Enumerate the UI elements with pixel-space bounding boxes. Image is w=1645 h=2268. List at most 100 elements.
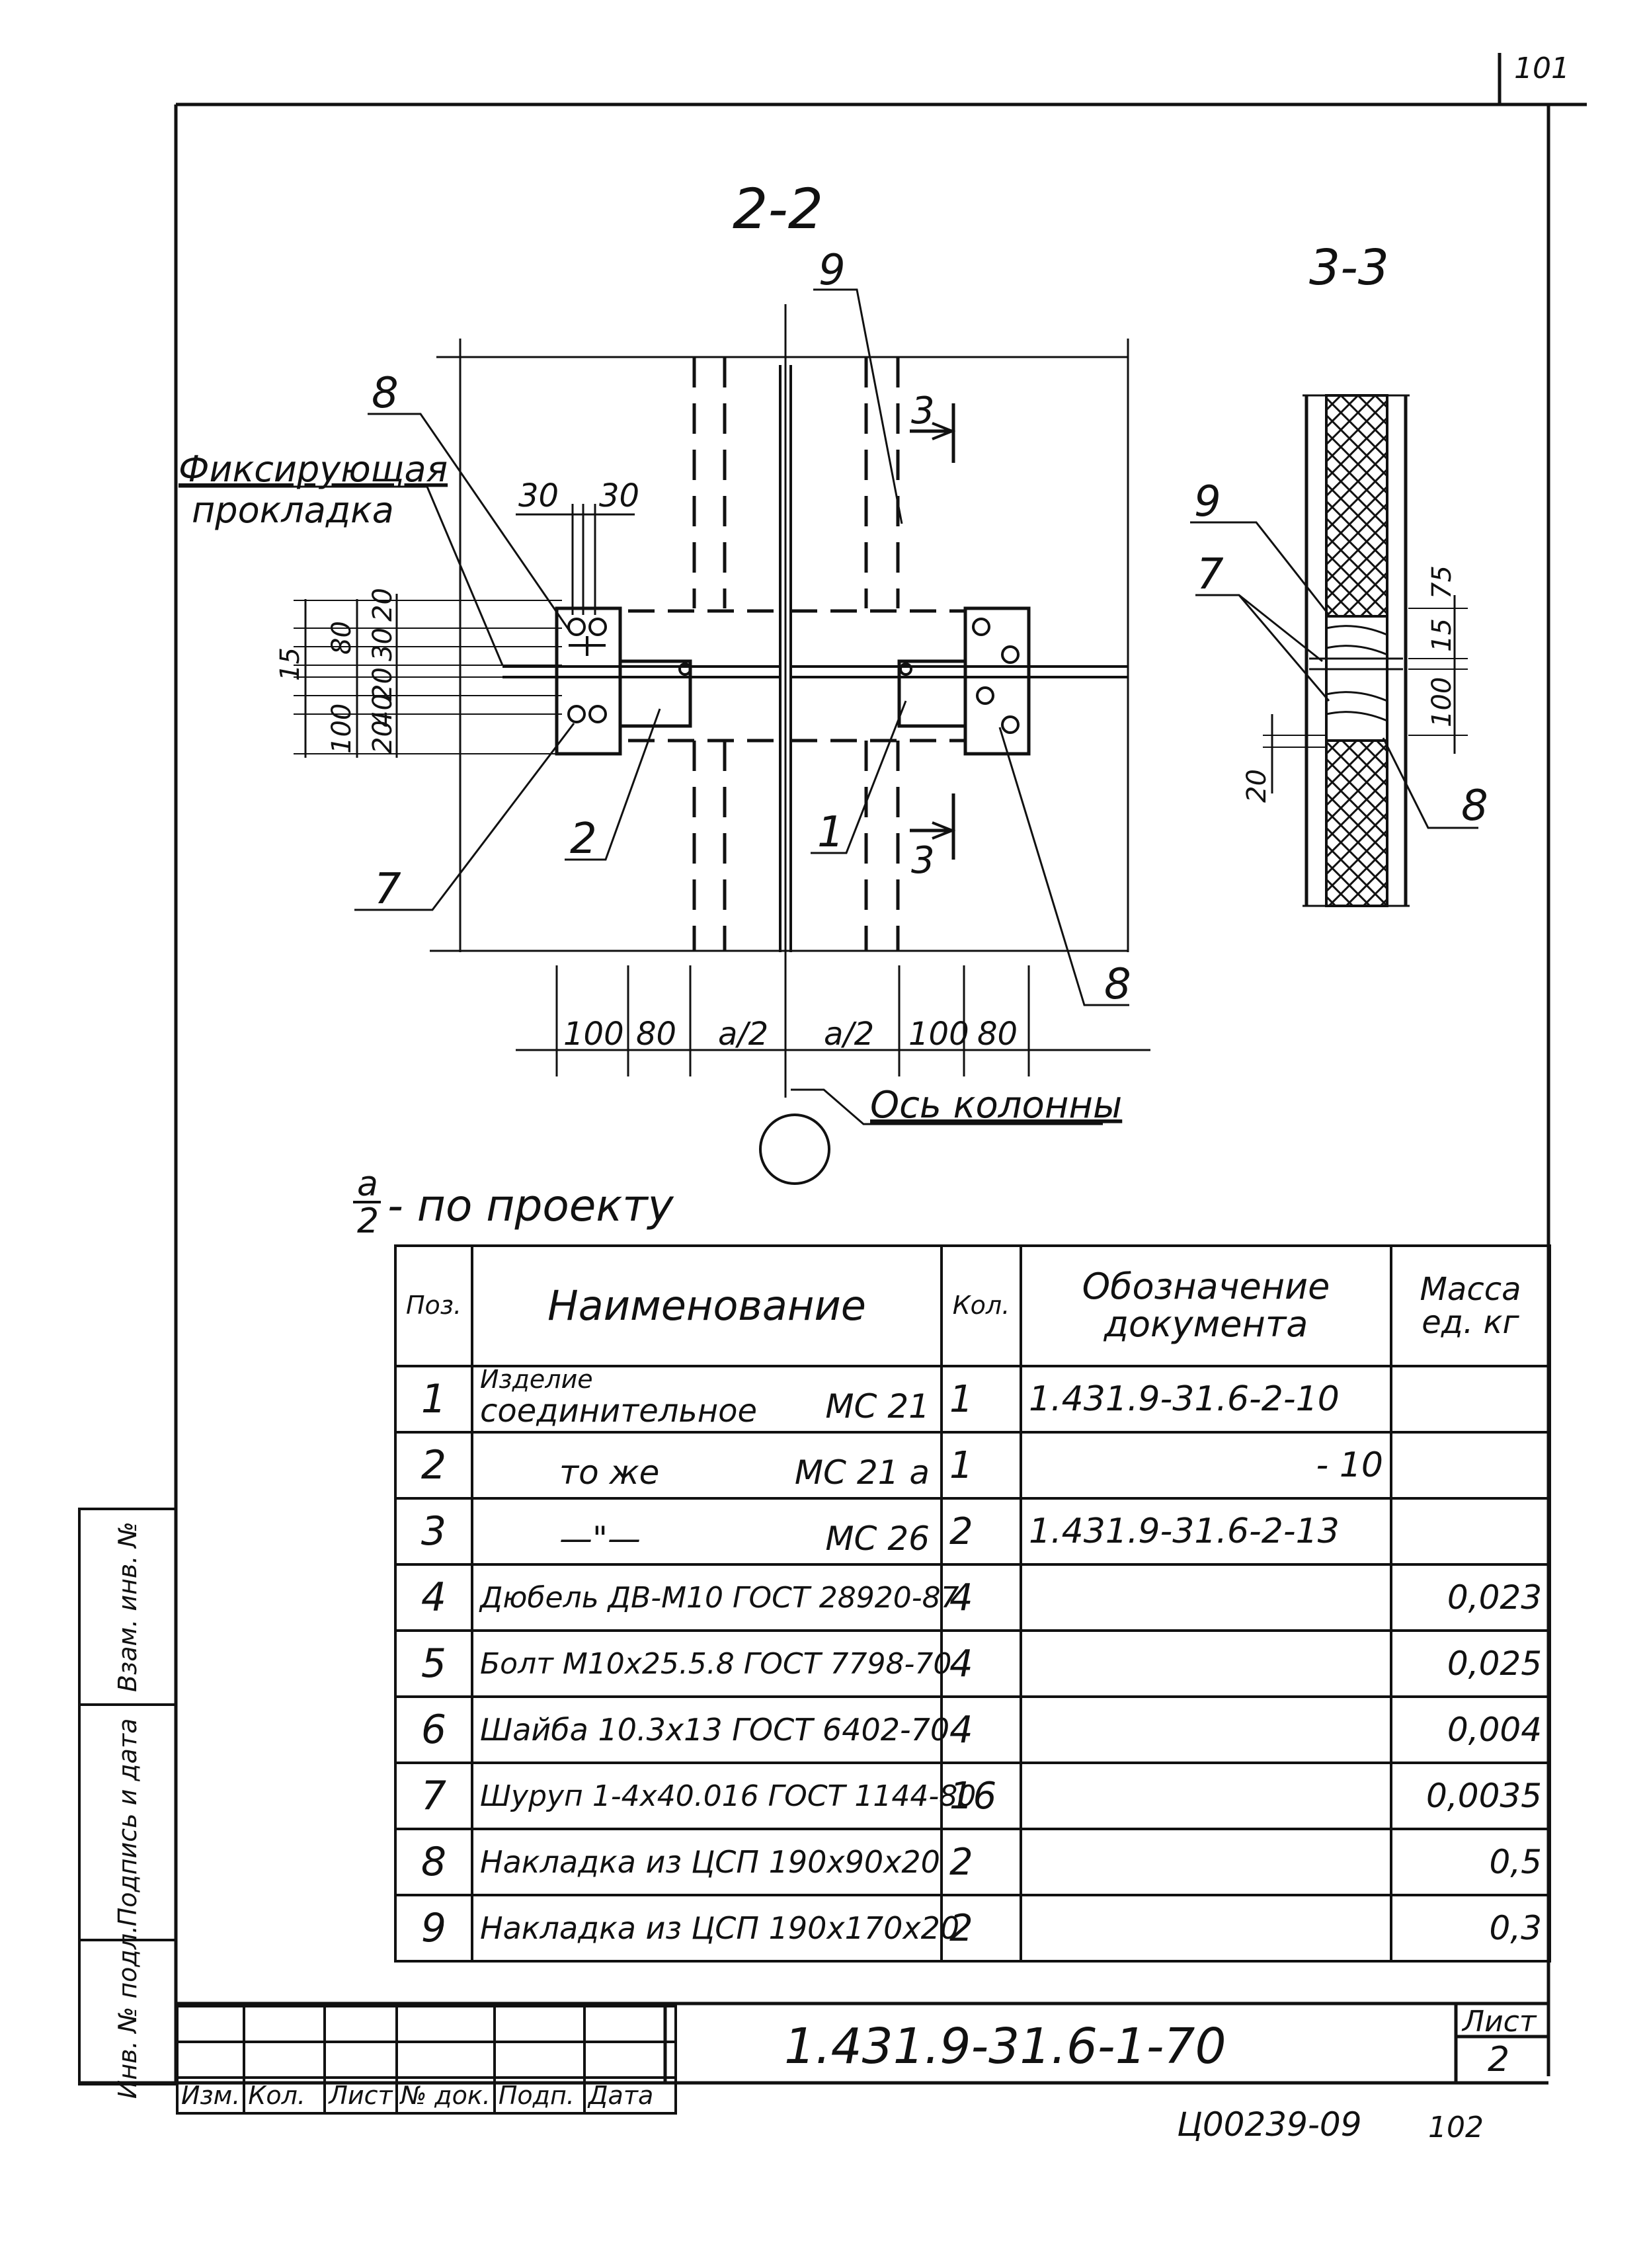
- row-qty: 4: [940, 1563, 1022, 1632]
- callout-7-3-3: 7: [1197, 550, 1224, 599]
- row-pos: 3: [394, 1497, 473, 1566]
- section-2-2-drawing: [179, 288, 1150, 1185]
- callout-2: 2: [570, 815, 597, 864]
- dim-15: 15: [275, 647, 305, 681]
- dim-20-mid: 20: [368, 667, 398, 701]
- side-stamp: Взам. инв. № Подпись и дата Инв. № подл.: [78, 1508, 177, 2099]
- specification-table: Поз. Наименование Кол. Обозначение докум…: [394, 1244, 1551, 1963]
- dim-100-v: 100: [327, 704, 357, 754]
- col-izm: Изм.: [175, 2076, 246, 2115]
- revision-grid: Изм. Кол. Лист № док. Подп. Дата: [175, 2005, 677, 2115]
- row-qty: 2: [940, 1894, 1022, 1963]
- dim-75-3-3: 75: [1427, 565, 1457, 599]
- row-doc: [1020, 1894, 1392, 1963]
- section-3-3-drawing: [1190, 394, 1478, 907]
- dim-30-right: 30: [599, 477, 639, 514]
- header-mass: Масса ед. кг: [1390, 1244, 1551, 1367]
- col-data: Дата: [582, 2076, 677, 2115]
- row-mass: 0,004: [1390, 1695, 1551, 1764]
- row-qty: 4: [940, 1629, 1022, 1698]
- table-row: 9 Накладка из ЦСП 190х170х20 2 0,3: [394, 1894, 1551, 1963]
- row-pos: 1: [394, 1365, 473, 1434]
- row-mass: [1390, 1365, 1551, 1434]
- row-mass: [1390, 1497, 1551, 1566]
- side-cell-replaced: Взам. инв. №: [78, 1508, 177, 1706]
- row-doc: [1020, 1828, 1392, 1896]
- table-row: 4 Дюбель ДВ-М10 ГОСТ 28920-87 4 0,023: [394, 1563, 1551, 1632]
- row-mass: 0,3: [1390, 1894, 1551, 1963]
- row-name: Болт М10х25.5.8 ГОСТ 7798-70: [471, 1629, 951, 1698]
- callout-8-3-3: 8: [1461, 782, 1488, 830]
- side-cell-inv: Инв. № подл.: [78, 1925, 177, 2099]
- fixing-label-line1: Фиксирующая: [179, 448, 448, 490]
- row-qty: 2: [940, 1828, 1022, 1896]
- row-doc: 1.431.9-31.6-2-13: [1020, 1497, 1392, 1566]
- row-doc: [1020, 1629, 1392, 1698]
- row-name-text: —"—: [559, 1519, 641, 1558]
- callout-8-bottom: 8: [1104, 960, 1131, 1009]
- row-doc: - 10: [1020, 1431, 1392, 1500]
- row-name: то же МС 21 а: [471, 1431, 943, 1500]
- row-pos: 9: [394, 1894, 473, 1963]
- side-inv-original: Инв. № подл.: [113, 1925, 142, 2099]
- header-name: Наименование: [471, 1244, 943, 1367]
- sheet-label: Лист: [1461, 2005, 1537, 2039]
- bottom-dims: 100 80 a/2 a/2 100 80: [563, 1016, 1018, 1053]
- section-3-3-title: 3-3: [1309, 239, 1389, 296]
- row-pos: 4: [394, 1563, 473, 1632]
- sheet-number: 2: [1488, 2040, 1509, 2080]
- row-qty: 1: [940, 1431, 1022, 1500]
- note-numerator: a: [357, 1164, 378, 1204]
- row-qty: 2: [940, 1497, 1022, 1566]
- callout-7-2-2: 7: [374, 865, 401, 914]
- row-mark: МС 26: [825, 1519, 930, 1558]
- col-kol: Кол.: [243, 2076, 327, 2115]
- row-qty: 1: [940, 1365, 1022, 1434]
- bottom-dim-a2-right: a/2: [824, 1016, 874, 1053]
- col-podp: Подп.: [493, 2076, 586, 2115]
- row-name-text: то же: [559, 1453, 660, 1492]
- row-doc: [1020, 1563, 1392, 1632]
- fixing-label-line2: прокладка: [192, 489, 394, 531]
- side-replaced-inv: Взам. инв. №: [113, 1521, 142, 1693]
- table-header-row: Поз. Наименование Кол. Обозначение докум…: [394, 1244, 1551, 1367]
- row-name: —"— МС 26: [471, 1497, 943, 1566]
- row-name: Накладка из ЦСП 190х90х20: [471, 1828, 943, 1896]
- section-2-2-title: 2-2: [733, 177, 823, 241]
- row-name-line2: соединительное: [480, 1393, 757, 1430]
- row-mark: МС 21 а: [794, 1453, 930, 1492]
- bottom-dim-100-left: 100: [563, 1016, 624, 1053]
- dim-20-low: 20: [368, 720, 398, 754]
- row-name: Дюбель ДВ-М10 ГОСТ 28920-87: [471, 1563, 959, 1632]
- row-name: Изделие соединительное МС 21: [471, 1365, 943, 1434]
- row-mark: МС 21: [825, 1387, 930, 1426]
- dim-30-v: 30: [368, 628, 398, 661]
- row-pos: 7: [394, 1762, 473, 1830]
- row-mass: 0,023: [1390, 1563, 1551, 1632]
- row-mass: 0,025: [1390, 1629, 1551, 1698]
- note-denominator: 2: [357, 1201, 379, 1241]
- table-row: 8 Накладка из ЦСП 190х90х20 2 0,5: [394, 1828, 1551, 1896]
- row-qty: 4: [940, 1695, 1022, 1764]
- dim-15-3-3: 15: [1427, 618, 1457, 652]
- dim-20-top: 20: [368, 588, 398, 622]
- row-pos: 6: [394, 1695, 473, 1764]
- note-text: - по проекту: [387, 1180, 674, 1231]
- bottom-dim-80-right: 80: [977, 1016, 1018, 1053]
- cut-mark-3-bottom: 3: [911, 839, 935, 882]
- note-fraction: a 2 - по проекту: [353, 1164, 674, 1241]
- table-row: 7 Шуруп 1-4х40.016 ГОСТ 1144-80 16 0,003…: [394, 1762, 1551, 1830]
- row-doc: 1.431.9-31.6-2-10: [1020, 1365, 1392, 1434]
- col-ndok: № док.: [395, 2076, 496, 2115]
- archive-code: Ц00239-09: [1177, 2105, 1362, 2144]
- header-pos: Поз.: [394, 1244, 473, 1367]
- bottom-dim-a2-left: a/2: [718, 1016, 768, 1053]
- column-axis-label: Ось колонны: [870, 1084, 1122, 1127]
- row-name-line1: Изделие: [480, 1365, 593, 1394]
- archive-number: 102: [1428, 2111, 1484, 2144]
- callout-9-2-2: 9: [819, 246, 846, 295]
- table-row: 2 то же МС 21 а 1 - 10: [394, 1431, 1551, 1500]
- header-qty: Кол.: [940, 1244, 1022, 1367]
- dim-30-left: 30: [518, 477, 559, 514]
